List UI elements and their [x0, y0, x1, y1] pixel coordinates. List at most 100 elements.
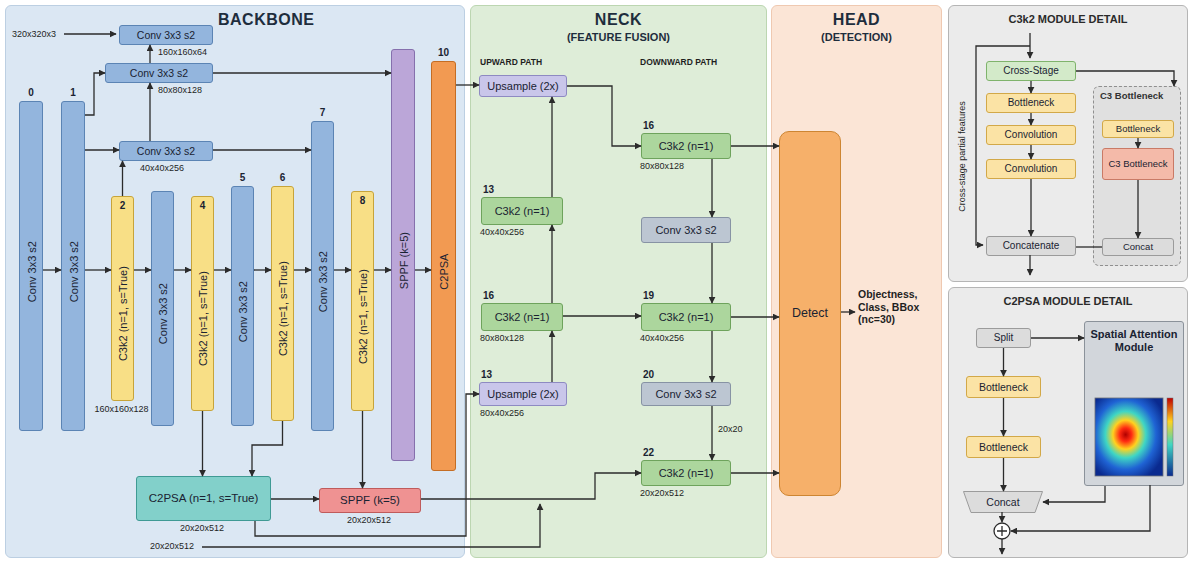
- output-arrow: [1001, 539, 1002, 554]
- connector: [334, 269, 351, 270]
- concat-block: Concat: [963, 491, 1043, 513]
- node-label: Bottleneck: [979, 441, 1028, 453]
- layer-box: Conv 3x3 s2: [119, 25, 213, 45]
- connector: [1076, 71, 1174, 86]
- layer-index: 5: [232, 172, 253, 183]
- node-label: Convolution: [1005, 129, 1058, 141]
- layer-box: Conv 3x3 s2: [119, 141, 213, 161]
- node-label: Conv 3x3 s2: [237, 281, 250, 342]
- node-label: Convolution: [1005, 163, 1058, 175]
- node-label: C3k2 (n=1): [495, 311, 550, 324]
- layer-column: 1Conv 3x3 s2: [61, 101, 85, 431]
- node-label: C2PSA (n=1, s=True): [149, 492, 259, 505]
- connector: [1030, 113, 1031, 125]
- layer-index: 22: [643, 447, 654, 458]
- section-panel: BACKBONEConv 3x3 s2Conv 3x3 s2Conv 3x3 s…: [5, 5, 465, 558]
- node-label: C3k2 (n=1, s=True): [357, 269, 370, 364]
- connector: [43, 269, 61, 270]
- layer-box: Upsample (2x): [479, 75, 567, 97]
- connector: [1030, 81, 1031, 93]
- connector: [551, 331, 552, 382]
- layer-box: 20Conv 3x3 s2: [641, 382, 731, 406]
- attention-module: Spatial Attention Module: [1084, 321, 1184, 486]
- node-label: Bottleneck: [979, 381, 1028, 393]
- annotation-label: 20x20x512: [180, 523, 224, 534]
- node-label: C3k2 (n=1, s=True): [277, 261, 290, 356]
- panel-heading: (DETECTION): [772, 31, 941, 43]
- connector: [374, 269, 391, 270]
- connector: [456, 84, 479, 85]
- add-symbol: [997, 526, 1007, 536]
- node-label: Conv 3x3 s2: [317, 251, 330, 312]
- panel-heading: HEAD: [772, 11, 941, 29]
- connector: [1043, 486, 1105, 502]
- connector: [255, 394, 479, 536]
- residual-line: [1011, 485, 1150, 531]
- panel-heading: C2PSA MODULE DETAIL: [949, 295, 1187, 307]
- detail-panel: C3k2 MODULE DETAILCross-StageBottleneckC…: [948, 5, 1188, 282]
- layer-box: Split: [976, 328, 1031, 348]
- annotation-label: 20x20: [718, 424, 743, 435]
- connector: [1030, 145, 1031, 159]
- node-label: C3k2 (n=1): [659, 140, 714, 153]
- connector: [1003, 348, 1004, 376]
- layer-box: Bottleneck: [966, 436, 1041, 458]
- connector: [711, 331, 712, 382]
- connector: [1003, 398, 1004, 436]
- layer-column: 2C3k2 (n=1, s=True): [111, 196, 134, 401]
- node-label: Concat: [986, 496, 1019, 508]
- connector: [1031, 337, 1084, 338]
- layer-index: 1: [62, 87, 84, 98]
- layer-index: 19: [643, 290, 654, 301]
- layer-box: 19C3k2 (n=1): [641, 303, 731, 331]
- annotation-label: 160x160x128: [95, 404, 149, 415]
- node-label: Conv 3x3 s2: [67, 241, 80, 302]
- node-label: Detect: [792, 306, 828, 320]
- connector: [213, 149, 311, 150]
- layer-box: 13Upsample (2x): [479, 382, 567, 406]
- attention-heatmap: [1095, 398, 1163, 476]
- connector: [551, 225, 552, 303]
- layer-index: 13: [481, 369, 492, 380]
- panel-heading: NECK: [471, 11, 766, 29]
- layer-index: 0: [20, 87, 42, 98]
- connector: [731, 472, 779, 473]
- node-label: Bottleneck: [1116, 124, 1160, 135]
- connector: [149, 45, 150, 63]
- layer-column: 4C3k2 (n=1, s=True): [191, 196, 214, 411]
- annotation-label: Cross-stage partial features: [956, 101, 967, 212]
- annotation-label: 20x20x512: [150, 541, 194, 552]
- annotation-label: 20x20x512: [640, 488, 684, 499]
- section-panel: HEAD (DETECTION) Detect: [771, 5, 942, 558]
- node-label: Conv 3x3 s2: [655, 388, 716, 401]
- connector: [134, 269, 151, 270]
- node-label: C3k2 (n=1, s=True): [117, 266, 130, 361]
- add-symbol: [994, 523, 1010, 539]
- node-label: Split: [994, 332, 1013, 344]
- layer-column: 7Conv 3x3 s2: [311, 121, 334, 431]
- layer-index: 13: [483, 184, 494, 195]
- connector: [731, 316, 779, 317]
- layer-column: 8C3k2 (n=1, s=True): [351, 191, 374, 411]
- group-box: C3 BottleneckBottleneckC3 BottleneckConc…: [1093, 86, 1181, 266]
- layer-box: Conv 3x3 s2: [641, 217, 731, 243]
- output-arrow: [1029, 255, 1030, 275]
- annotation-label: 80x40x256: [480, 408, 524, 419]
- annotation-label: 80x80x128: [640, 161, 684, 172]
- node-label: C3k2 (n=1): [659, 311, 714, 324]
- node-label: C3k2 (n=1): [659, 467, 714, 480]
- layer-box: Convolution: [986, 125, 1076, 145]
- input-arrow: [1029, 33, 1030, 58]
- layer-index: 4: [192, 200, 213, 211]
- connector: [563, 315, 641, 316]
- layer-box: Bottleneck: [1102, 120, 1174, 138]
- node-label: C3k2 (n=1): [495, 205, 550, 218]
- layer-index: 8: [352, 195, 373, 206]
- connector: [421, 473, 641, 499]
- annotation-label: Objectness, Class, BBox (nc=30): [858, 288, 938, 326]
- connector: [1076, 246, 1102, 247]
- annotation-label: UPWARD PATH: [480, 57, 542, 67]
- section-panel: NECK(FEATURE FUSION)Upsample (2x)13C3k2 …: [470, 5, 767, 558]
- node-label: Concatenate: [1003, 240, 1060, 252]
- input-arrow: [64, 33, 116, 34]
